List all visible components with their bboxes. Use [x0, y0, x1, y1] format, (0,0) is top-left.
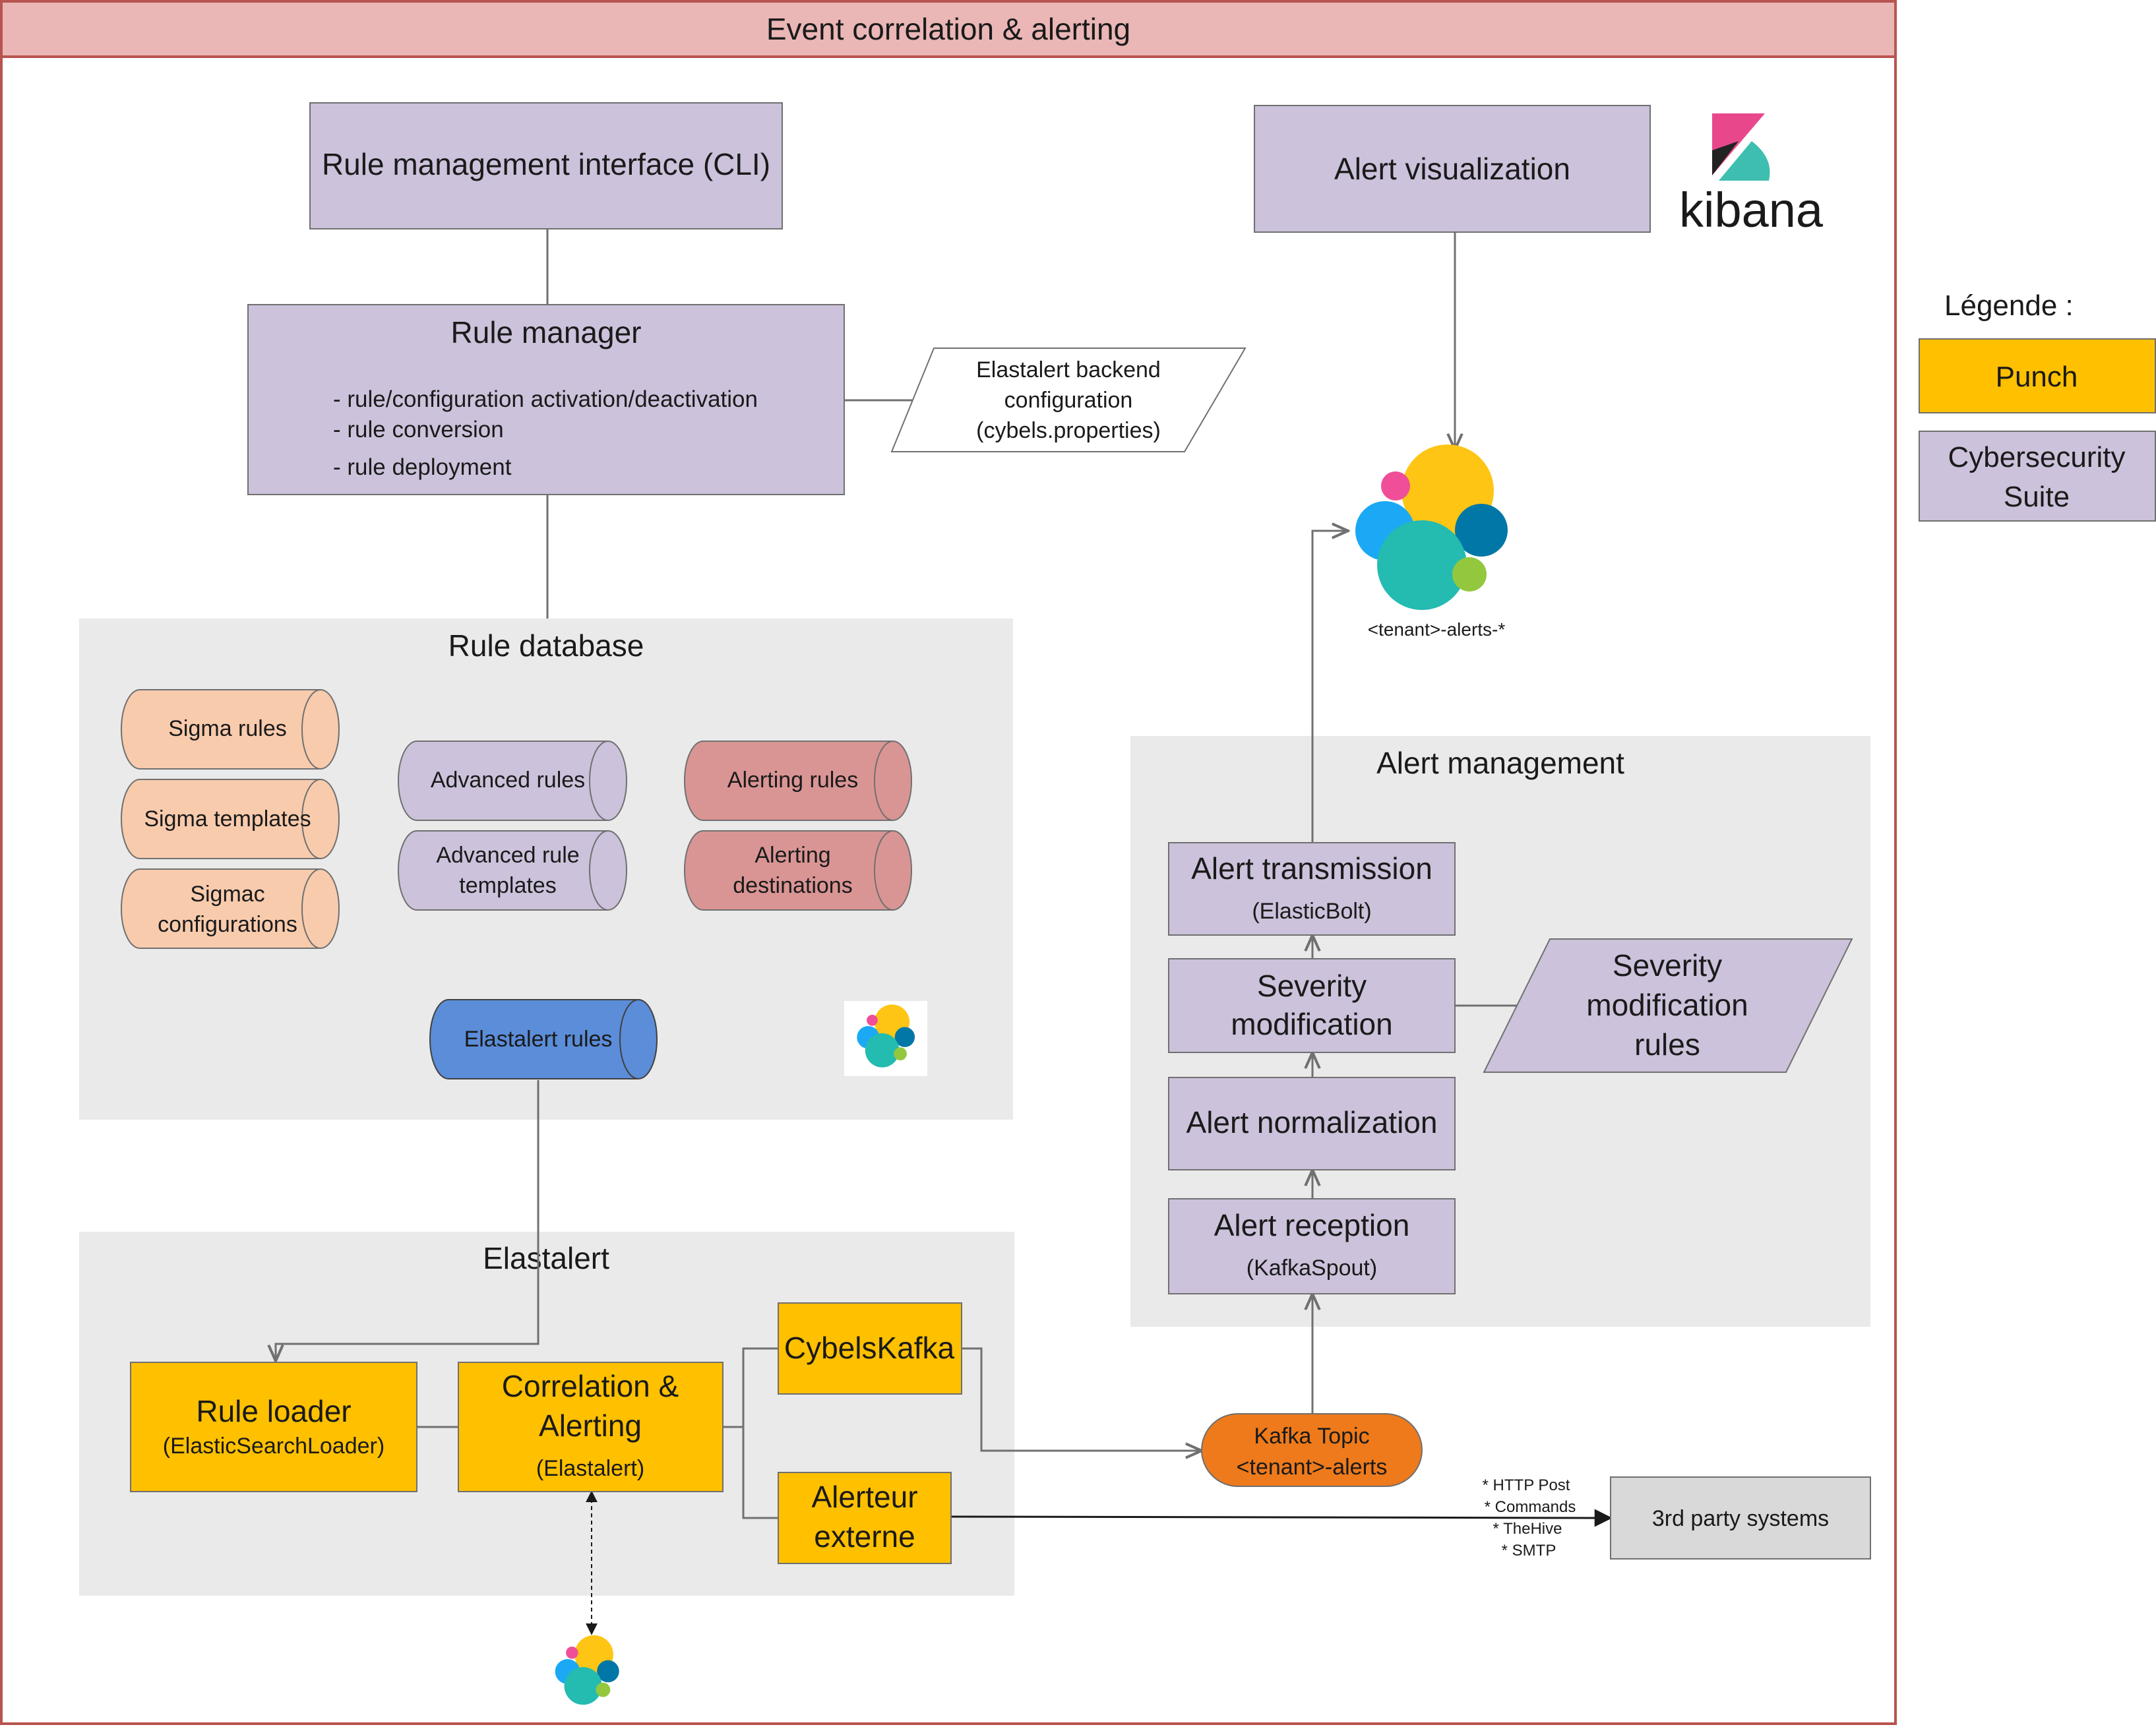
connector-transmission-to-index [1311, 531, 1348, 843]
alert-visualization-label: Alert visualization [1334, 152, 1570, 186]
legend-punch-label: Punch [1996, 361, 2078, 393]
correlation-alerting-label: Alerting [539, 1409, 642, 1443]
legend-suite-label: Cybersecurity [1948, 441, 2126, 473]
output-method: * TheHive [1493, 1520, 1562, 1538]
elastic-logo-icon [555, 1635, 619, 1705]
alert-reception-box[interactable] [1168, 1198, 1456, 1294]
sigma-rules-db[interactable]: Sigma rules [121, 689, 340, 770]
alert-transmission-box[interactable] [1168, 842, 1456, 936]
alerteur-externe-box[interactable] [778, 1472, 952, 1564]
legend-title: Légende : [1944, 289, 2074, 322]
alerteur-externe-label: Alerteur [811, 1480, 917, 1514]
connector-correlation-to-alerteur [742, 1427, 778, 1519]
sigmac-configurations-label: configurations [158, 912, 297, 937]
rule-loader-label: Rule loader [196, 1394, 351, 1428]
sigma-rules-label: Sigma rules [168, 716, 287, 741]
correlation-alerting-box[interactable] [458, 1362, 724, 1492]
severity-modification-label: Severity [1257, 969, 1367, 1003]
elastalert-group-title: Elastalert [483, 1241, 609, 1275]
alert-transmission-label: Alert transmission [1191, 851, 1432, 886]
third-party-systems-box[interactable] [1610, 1476, 1871, 1560]
rule-loader-box[interactable] [130, 1362, 417, 1492]
sigma-templates-label: Sigma templates [144, 806, 311, 832]
alerting-destinations-label: destinations [733, 873, 852, 898]
correlation-alerting-label: Correlation & [502, 1369, 679, 1403]
alert-normalization-box[interactable] [1168, 1077, 1456, 1170]
third-party-systems-label: 3rd party systems [1652, 1506, 1829, 1531]
correlation-alerting-sublabel: (Elastalert) [536, 1456, 644, 1481]
elastic-logo-icon [1355, 444, 1508, 610]
alert-normalization-label: Alert normalization [1186, 1105, 1438, 1139]
title-bar [0, 0, 1897, 58]
alert-reception-label: Alert reception [1214, 1208, 1410, 1242]
rule-management-cli-label: Rule management interface (CLI) [322, 147, 770, 181]
elastalert-rules-label: Elastalert rules [464, 1027, 613, 1052]
backend-config-shape[interactable] [890, 348, 1247, 452]
output-method: * SMTP [1502, 1542, 1556, 1560]
severity-modification-box[interactable] [1168, 958, 1456, 1053]
alerting-destinations-db[interactable]: Alerting destinations [684, 830, 912, 911]
backend-config-label: (cybels.properties) [976, 418, 1161, 443]
severity-modification-label: modification [1231, 1007, 1392, 1041]
alerteur-externe-label: externe [814, 1519, 915, 1554]
rule-manager-item: - rule/configuration activation/deactiva… [333, 386, 758, 412]
legend-punch-swatch [1919, 338, 2156, 413]
rule-manager-item: - rule conversion [333, 417, 504, 442]
severity-modification-rules-label: rules [1634, 1027, 1700, 1062]
kibana-logo-text: kibana [1679, 183, 1824, 237]
kafka-topic-label: <tenant>-alerts [1237, 1455, 1388, 1480]
alerting-rules-db[interactable]: Alerting rules [684, 741, 912, 821]
output-method: * Commands [1485, 1498, 1576, 1516]
kibana-logo-icon: kibana [1679, 113, 1824, 237]
rule-manager-box[interactable] [247, 304, 845, 495]
rule-loader-sublabel: (ElasticSearchLoader) [163, 1434, 385, 1459]
rule-manager-title: Rule manager [451, 315, 642, 349]
sigmac-configurations-db[interactable]: Sigmac configurations [121, 868, 340, 949]
advanced-rules-db[interactable]: Advanced rules [398, 741, 627, 821]
legend-suite-swatch [1919, 431, 2156, 522]
connector-alerteur-to-third-party [950, 1509, 1613, 1527]
elastalert-rules-db[interactable]: Elastalert rules [429, 999, 658, 1079]
alerting-rules-label: Alerting rules [727, 768, 858, 793]
alert-visualization-box[interactable] [1254, 105, 1651, 233]
rule-database-title: Rule database [448, 628, 644, 663]
severity-modification-rules-label: Severity [1613, 948, 1722, 983]
cybels-kafka-box[interactable] [778, 1302, 962, 1395]
rule-management-cli-box[interactable] [309, 102, 783, 229]
advanced-rule-templates-db[interactable]: Advanced rule templates [398, 830, 627, 911]
alert-transmission-sublabel: (ElasticBolt) [1252, 899, 1371, 924]
alerting-destinations-label: Alerting [755, 843, 830, 868]
output-method: * HTTP Post [1483, 1476, 1570, 1494]
rule-manager-item: - rule deployment [333, 454, 512, 480]
backend-config-label: Elastalert backend [976, 357, 1161, 382]
kafka-topic-label: Kafka Topic [1254, 1424, 1369, 1449]
connectors [276, 229, 1613, 1527]
severity-modification-rules-shape[interactable] [1483, 938, 1853, 1073]
elastic-logo-icon [857, 1004, 915, 1068]
advanced-rules-label: Advanced rules [431, 768, 585, 793]
legend-suite-label: Suite [2004, 481, 2070, 513]
connector-kafka-to-topic [962, 1347, 1202, 1451]
alert-management-title: Alert management [1376, 746, 1624, 780]
sigma-templates-db[interactable]: Sigma templates [121, 779, 340, 859]
cybels-kafka-label: CybelsKafka [784, 1331, 955, 1365]
page-title: Event correlation & alerting [766, 12, 1130, 46]
alert-reception-sublabel: (KafkaSpout) [1247, 1256, 1377, 1281]
alerts-index-label: <tenant>-alerts-* [1368, 619, 1506, 640]
severity-modification-rules-label: modification [1586, 988, 1748, 1022]
advanced-rule-templates-label: templates [459, 873, 556, 898]
advanced-rule-templates-label: Advanced rule [436, 843, 579, 868]
connector-correlation-to-outputs [723, 1347, 778, 1428]
connector-rules-to-loader [276, 1080, 539, 1361]
sigmac-configurations-label: Sigmac [190, 882, 264, 907]
backend-config-label: configuration [1004, 388, 1133, 413]
kafka-topic-node[interactable] [1201, 1413, 1423, 1487]
